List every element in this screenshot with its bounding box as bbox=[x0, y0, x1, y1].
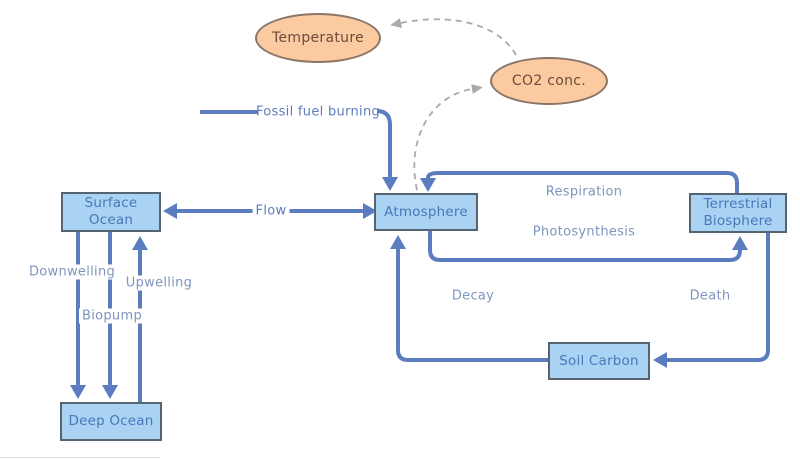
downwelling-label: Downwelling bbox=[25, 264, 119, 280]
co2-conc-label: CO2 conc. bbox=[511, 73, 587, 89]
node-terrestrial-biosphere[interactable]: Terrestrial Biosphere bbox=[689, 193, 787, 233]
death-label: Death bbox=[689, 288, 731, 304]
flow-arrowhead-right bbox=[363, 203, 377, 219]
decay-arrow bbox=[390, 235, 548, 362]
co2-to-temperature-dashed-arrow bbox=[390, 18, 517, 56]
upwelling-label: Upwelling bbox=[122, 275, 196, 291]
photosynthesis-arrow bbox=[428, 231, 748, 262]
node-co2-conc[interactable]: CO2 conc. bbox=[490, 57, 608, 105]
node-temperature[interactable]: Temperature bbox=[255, 13, 381, 63]
node-deep-ocean[interactable]: Deep Ocean bbox=[60, 402, 162, 441]
flow-label: Flow bbox=[252, 203, 290, 219]
canvas-edge-line bbox=[0, 457, 160, 458]
node-atmosphere[interactable]: Atmosphere bbox=[374, 193, 478, 231]
node-soil-carbon[interactable]: Soil Carbon bbox=[548, 342, 650, 380]
respiration-arrow bbox=[420, 171, 739, 193]
respiration-label: Respiration bbox=[545, 184, 623, 200]
temperature-label: Temperature bbox=[272, 30, 364, 46]
biopump-label: Biopump bbox=[79, 308, 145, 324]
death-arrow bbox=[653, 232, 770, 368]
node-surface-ocean[interactable]: Surface Ocean bbox=[61, 192, 161, 232]
surface-ocean-label: Surface Ocean bbox=[84, 195, 138, 228]
decay-label: Decay bbox=[451, 288, 495, 304]
soil-carbon-label: Soil Carbon bbox=[559, 352, 639, 369]
atmosphere-label: Atmosphere bbox=[384, 203, 468, 220]
terrestrial-biosphere-label: Terrestrial Biosphere bbox=[703, 196, 773, 229]
atmosphere-to-co2-dashed-arrow bbox=[413, 84, 483, 191]
photosynthesis-label: Photosynthesis bbox=[532, 224, 636, 240]
deep-ocean-label: Deep Ocean bbox=[68, 413, 154, 430]
fossil-fuel-arrow bbox=[376, 109, 398, 191]
fossil-fuel-burning-label: Fossil fuel burning bbox=[255, 104, 381, 120]
flow-arrowhead-left bbox=[163, 203, 177, 219]
